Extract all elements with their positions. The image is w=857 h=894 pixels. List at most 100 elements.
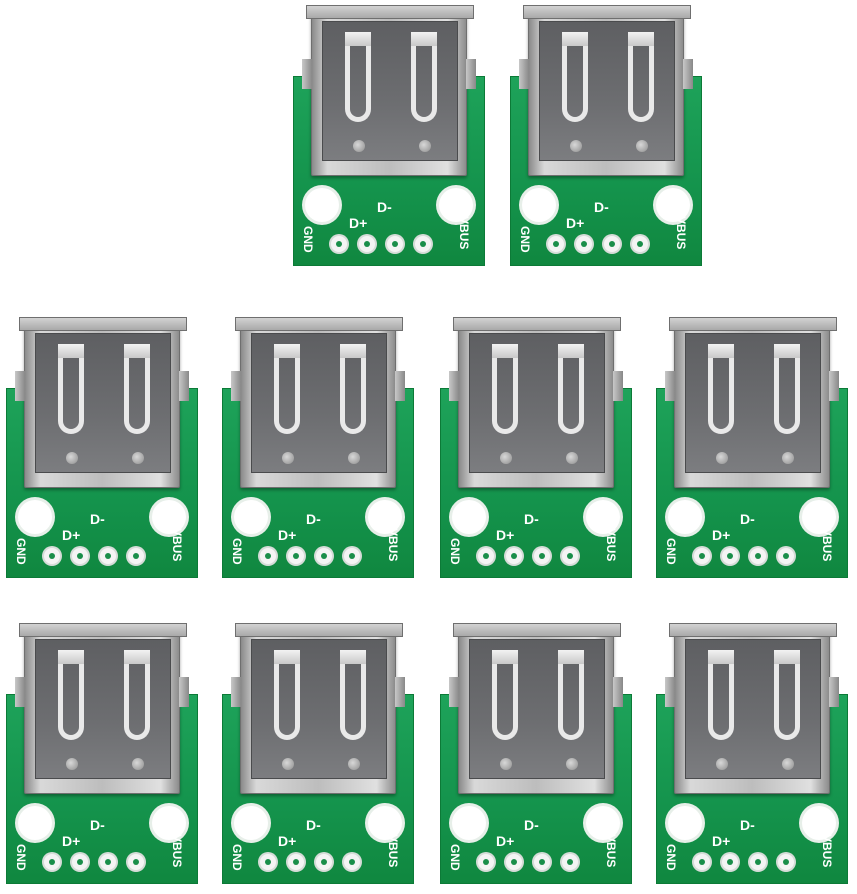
connector-cavity [35, 333, 171, 473]
contact-top-left [492, 344, 518, 358]
contact-spring-right [774, 650, 800, 740]
label-d-plus: D+ [712, 527, 731, 543]
mounting-hole-right [439, 188, 473, 222]
shell-dimple-right [782, 452, 794, 464]
usb-breakout-board-9: GND D+ D- VBUS [440, 623, 632, 894]
shell-tab-left [15, 677, 25, 707]
shell-dimple-left [500, 452, 512, 464]
contact-spring-left [274, 650, 300, 740]
shell-dimple-left [353, 140, 365, 152]
contact-spring-right [124, 650, 150, 740]
usb-a-female-connector [302, 5, 476, 176]
contact-top-right [558, 650, 584, 664]
mounting-hole-left [18, 806, 52, 840]
shell-tab-right [829, 677, 839, 707]
usb-breakout-board-10: GND D+ D- VBUS [656, 623, 848, 894]
shell-lip [235, 317, 403, 331]
label-gnd: GND [448, 844, 462, 871]
usb-breakout-board-5: GND D+ D- VBUS [440, 317, 632, 588]
contact-top-right [628, 32, 654, 46]
pin-gnd [331, 236, 347, 252]
shell-tab-left [302, 59, 312, 89]
shell-dimple-left [500, 758, 512, 770]
shell-dimple-right [348, 452, 360, 464]
shell-dimple-right [636, 140, 648, 152]
pin-vbus [632, 236, 648, 252]
label-gnd: GND [230, 844, 244, 871]
pin-vbus [778, 854, 794, 870]
shell-lip [235, 623, 403, 637]
usb-a-female-connector [15, 623, 189, 794]
label-d-plus: D+ [712, 833, 731, 849]
mounting-hole-left [668, 806, 702, 840]
shell-tab-left [449, 677, 459, 707]
contact-top-right [774, 650, 800, 664]
pin-d-minus [534, 548, 550, 564]
usb-breakout-board-6: GND D+ D- VBUS [656, 317, 848, 588]
label-d-minus: D- [740, 817, 755, 833]
shell-tab-right [613, 371, 623, 401]
label-gnd: GND [664, 844, 678, 871]
usb-breakout-board-3: GND D+ D- VBUS [6, 317, 198, 588]
contact-top-left [708, 344, 734, 358]
usb-a-female-connector [665, 317, 839, 488]
contact-spring-right [628, 32, 654, 122]
label-d-plus: D+ [566, 215, 585, 231]
pin-gnd [478, 548, 494, 564]
mounting-hole-right [152, 500, 186, 534]
label-gnd: GND [14, 538, 28, 565]
pin-d-plus [722, 854, 738, 870]
contact-spring-left [345, 32, 371, 122]
contact-top-right [340, 650, 366, 664]
shell-lip [306, 5, 474, 19]
label-vbus: VBUS [604, 834, 618, 868]
label-vbus: VBUS [674, 216, 688, 250]
shell-tab-right [613, 677, 623, 707]
pin-d-minus [750, 548, 766, 564]
contact-top-left [492, 650, 518, 664]
connector-cavity [469, 639, 605, 779]
pin-vbus [562, 854, 578, 870]
contact-top-right [124, 650, 150, 664]
usb-breakout-board-8: GND D+ D- VBUS [222, 623, 414, 894]
usb-a-female-connector [15, 317, 189, 488]
shell-dimple-right [566, 758, 578, 770]
contact-spring-left [58, 344, 84, 434]
usb-breakout-board-4: GND D+ D- VBUS [222, 317, 414, 588]
contact-spring-right [774, 344, 800, 434]
pin-vbus [562, 548, 578, 564]
pin-d-plus [288, 854, 304, 870]
usb-a-female-connector [449, 623, 623, 794]
mounting-hole-right [586, 806, 620, 840]
pin-d-plus [288, 548, 304, 564]
mounting-hole-left [668, 500, 702, 534]
pin-d-plus [506, 854, 522, 870]
shell-lip [19, 623, 187, 637]
shell-tab-right [395, 371, 405, 401]
label-d-plus: D+ [349, 215, 368, 231]
connector-cavity [539, 21, 675, 161]
pin-vbus [415, 236, 431, 252]
shell-tab-left [665, 371, 675, 401]
pin-vbus [128, 548, 144, 564]
pin-d-minus [316, 854, 332, 870]
contact-top-right [411, 32, 437, 46]
pin-d-plus [72, 548, 88, 564]
pin-d-plus [506, 548, 522, 564]
shell-tab-left [665, 677, 675, 707]
contact-spring-left [492, 344, 518, 434]
shell-dimple-right [132, 758, 144, 770]
contact-spring-right [558, 344, 584, 434]
label-gnd: GND [518, 226, 532, 253]
contact-spring-left [708, 650, 734, 740]
usb-a-female-connector [231, 317, 405, 488]
shell-dimple-right [782, 758, 794, 770]
shell-tab-right [395, 677, 405, 707]
label-vbus: VBUS [457, 216, 471, 250]
pin-gnd [260, 548, 276, 564]
usb-a-female-connector [231, 623, 405, 794]
pin-d-minus [100, 854, 116, 870]
shell-dimple-left [716, 758, 728, 770]
shell-tab-left [519, 59, 529, 89]
contact-top-left [274, 344, 300, 358]
